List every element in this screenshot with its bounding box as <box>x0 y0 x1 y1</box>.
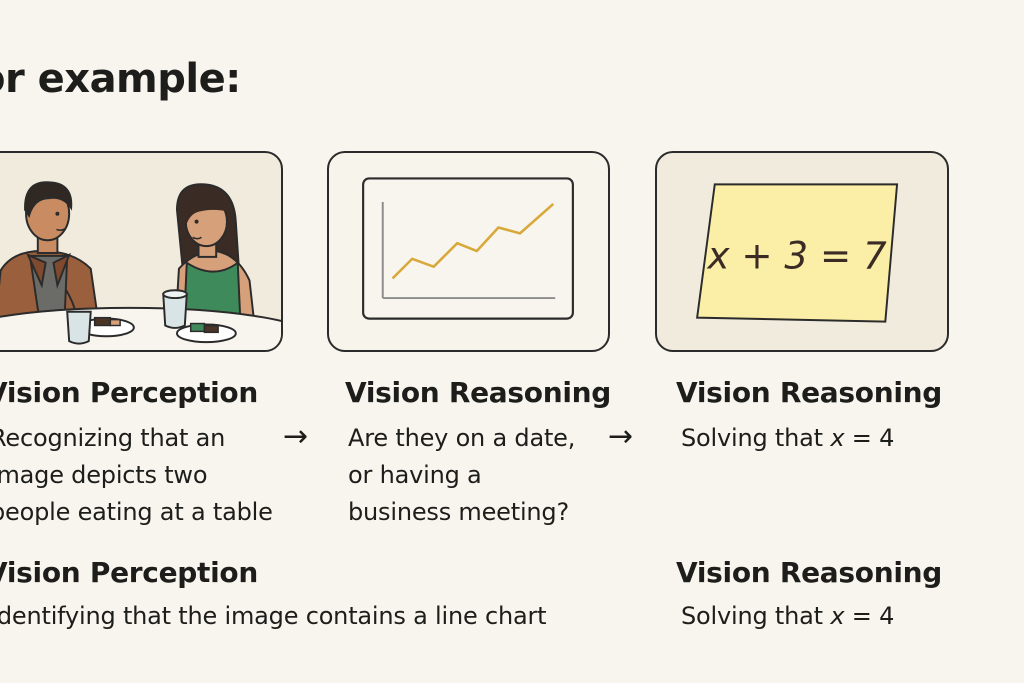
step3-variable: x <box>830 424 845 452</box>
row2-right-description: Solving that x = 4 <box>681 598 894 635</box>
arrow-right-icon: → <box>608 419 634 454</box>
step2-description: Are they on a date, or having a business… <box>348 420 575 531</box>
row2-left-description: Identifying that the image contains a li… <box>0 602 547 630</box>
row2-right-title: Vision Reasoning <box>676 556 943 589</box>
step2-title: Vision Reasoning <box>345 376 612 409</box>
step1-line: people eating at a table <box>0 498 273 526</box>
step1-description: Recognizing that an image depicts two pe… <box>0 420 273 531</box>
step1-line: image depicts two <box>0 461 208 489</box>
table <box>0 289 281 350</box>
equation-text: x + 3 = 7 <box>707 234 887 278</box>
row2-right-suffix: = 4 <box>844 602 895 630</box>
step1-title: Vision Perception <box>0 376 258 409</box>
step3-prefix: Solving that <box>681 424 831 452</box>
dining-illustration <box>0 181 281 350</box>
line-chart-illustration <box>362 177 574 320</box>
math-note-illustration: x + 3 = 7 <box>696 183 899 323</box>
row2-right-variable: x <box>830 602 845 630</box>
step2-line: Are they on a date, <box>348 424 576 452</box>
line-chart-panel <box>327 151 610 352</box>
sticky-note <box>696 183 899 323</box>
row2-right-prefix: Solving that <box>681 602 831 630</box>
step3-suffix: = 4 <box>844 424 895 452</box>
step2-line: or having a <box>348 461 482 489</box>
step1-line: Recognizing that an <box>0 424 226 452</box>
math-note-panel: x + 3 = 7 <box>655 151 949 352</box>
step3-description: Solving that x = 4 <box>681 420 894 457</box>
step2-line: business meeting? <box>348 498 570 526</box>
arrow-right-icon: → <box>283 419 309 454</box>
chart-line <box>391 203 555 280</box>
page-heading: or example: <box>0 56 241 102</box>
dining-illustration-panel <box>0 151 283 352</box>
step3-title: Vision Reasoning <box>676 376 943 409</box>
row2-left-title: Vision Perception <box>0 556 258 589</box>
